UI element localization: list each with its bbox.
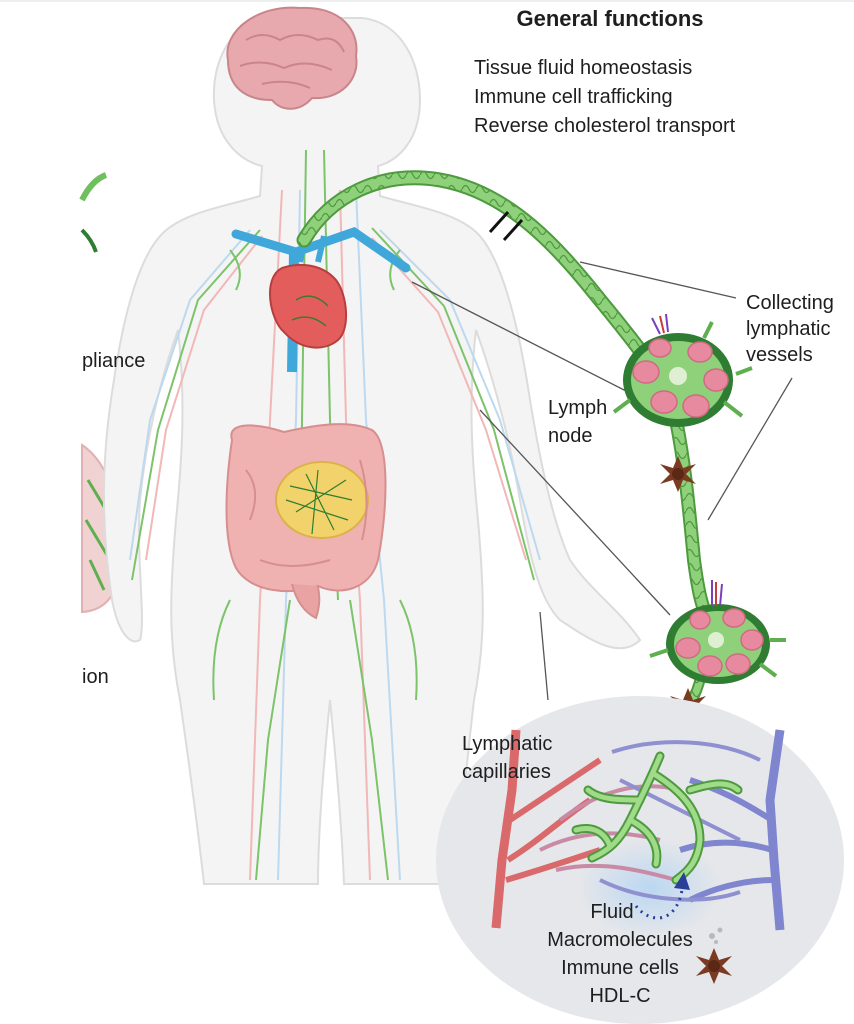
heart [269,235,348,349]
lymphatic-capillaries-label: Lymphatic capillaries [462,733,553,783]
capillary-contents-list: Fluid Macromolecules Immune cells HDL-C [510,898,730,1010]
general-functions-list: Tissue fluid homeostasis Immune cell tra… [474,54,735,141]
collecting-lymphatic-vessel [296,170,660,374]
content-item: Fluid [590,901,634,923]
function-item: Tissue fluid homeostasis [474,57,693,79]
function-item: Immune cell trafficking [474,86,673,108]
brain [226,6,358,110]
left-cut-label-1: pliance [82,350,146,372]
intestines [225,423,387,620]
function-item: Reverse cholesterol transport [474,115,736,137]
immune-cell-1 [660,456,696,492]
lymph-node-upper [612,313,753,427]
left-cut-label-2: ion [82,666,109,688]
content-item: Immune cells [561,957,679,979]
lymph-node-label: Lymph node [548,397,608,447]
content-item: Macromolecules [547,929,693,951]
content-item: HDL-C [589,985,651,1007]
general-functions-title: General functions [516,6,704,31]
lymph-node-lower [649,580,786,684]
collecting-vessels-label: Collecting lymphatic vessels [746,292,834,366]
capillary-bed [436,696,844,1024]
